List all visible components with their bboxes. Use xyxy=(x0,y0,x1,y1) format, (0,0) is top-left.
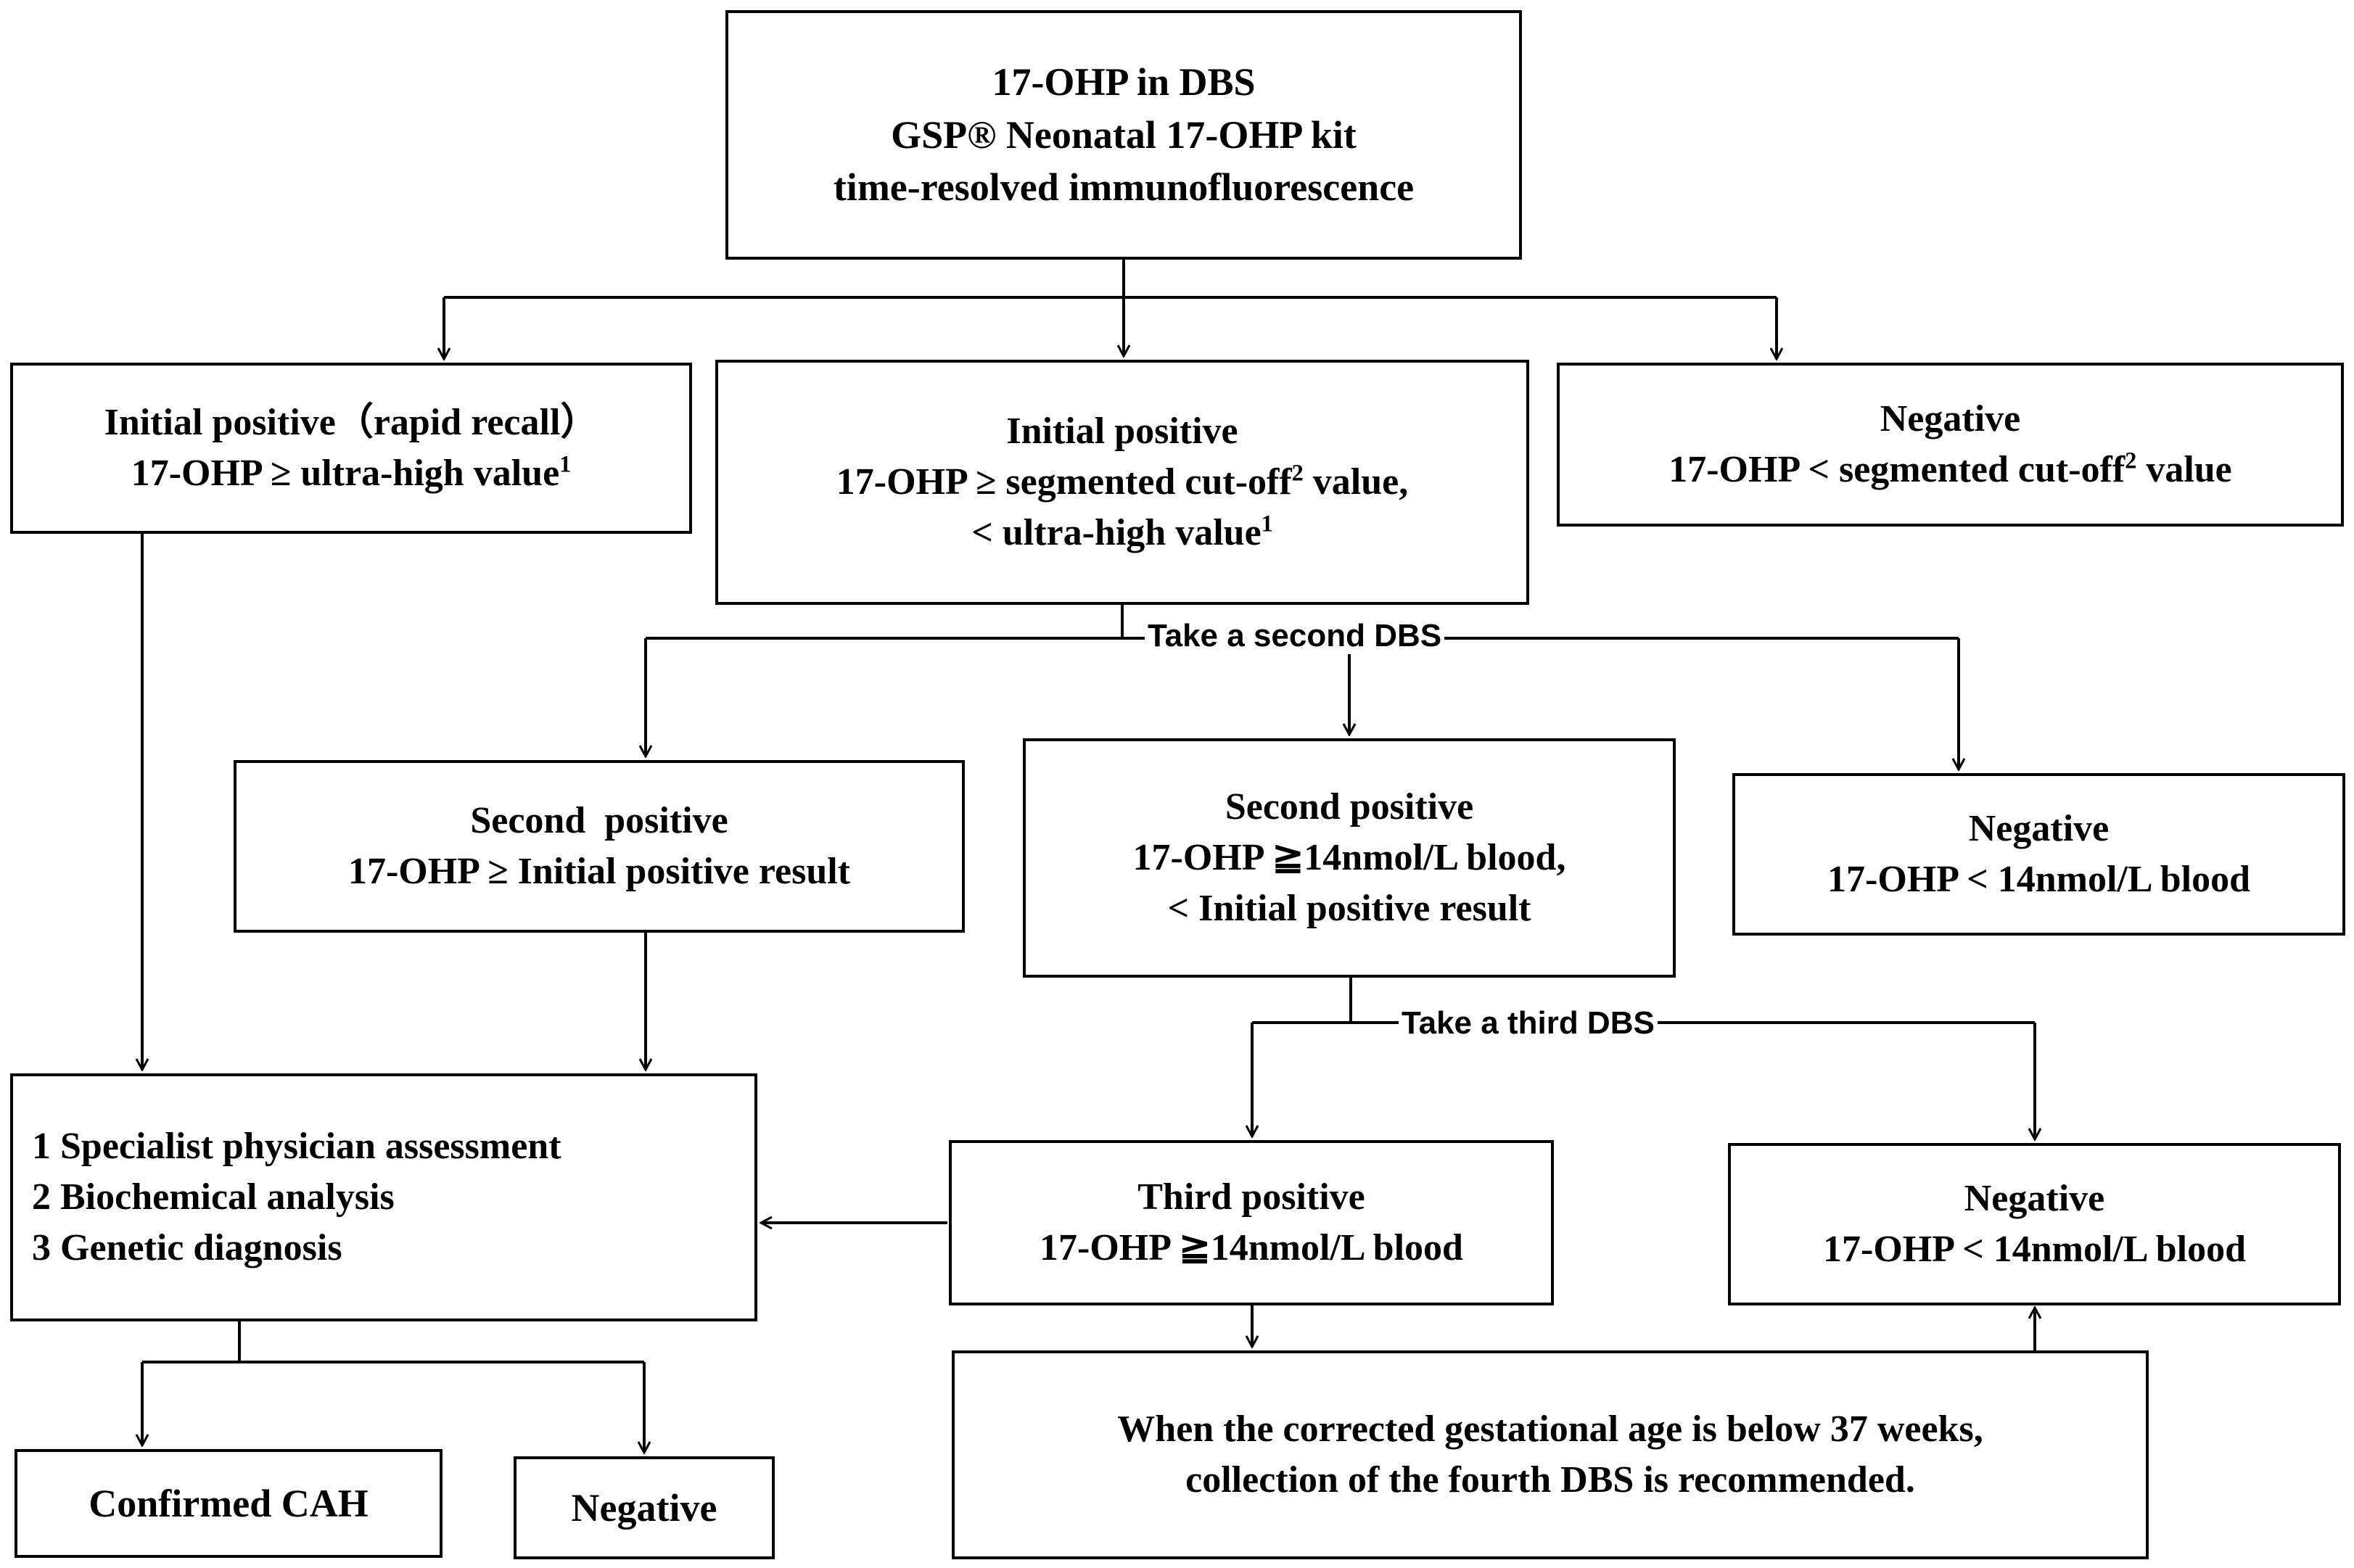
node-text-line: Negative xyxy=(1964,1178,2105,1220)
node-initial-positive-rapid-recall: Initial positive（rapid recall） 17-OHP ≥ u… xyxy=(10,363,692,534)
node-assessment-steps: 1 Specialist physician assessment 2 Bioch… xyxy=(10,1073,757,1321)
node-fourth-dbs-note: When the corrected gestational age is be… xyxy=(952,1350,2149,1559)
node-negative-third: Negative 17-OHP < 14nmol/L blood xyxy=(1728,1143,2341,1305)
node-text-line: 2 Biochemical analysis xyxy=(32,1176,395,1218)
node-text-line: < ultra-high value1 xyxy=(971,510,1273,553)
node-third-positive: Third positive 17-OHP ≧14nmol/L blood xyxy=(949,1140,1554,1305)
node-text-line: Initial positive（rapid recall） xyxy=(104,402,598,444)
node-text-line: 1 Specialist physician assessment xyxy=(32,1126,561,1168)
node-text-line: Second positive xyxy=(470,800,728,842)
node-initial-positive: Initial positive 17-OHP ≥ segmented cut-o… xyxy=(715,360,1529,605)
node-17ohp-dbs-assay: 17-OHP in DBS GSP® Neonatal 17-OHP kit tim… xyxy=(725,10,1522,260)
node-text-line: 17-OHP ≥ ultra-high value1 xyxy=(131,450,572,494)
node-text-line: Third positive xyxy=(1137,1176,1365,1218)
node-text-line: collection of the fourth DBS is recommen… xyxy=(1185,1459,1915,1501)
node-text-line: 3 Genetic diagnosis xyxy=(32,1226,342,1268)
node-text-line: 17-OHP ≥ Initial positive result xyxy=(347,851,851,892)
node-text-line: GSP® Neonatal 17-OHP kit xyxy=(891,112,1357,157)
node-negative-final: Negative xyxy=(514,1456,775,1559)
edge-label-take-third-dbs: Take a third DBS xyxy=(1399,1005,1658,1041)
node-text-line: 17-OHP ≥ segmented cut-off2 value, xyxy=(836,459,1409,503)
edge-label-take-second-dbs: Take a second DBS xyxy=(1145,618,1445,654)
node-text-line: 17-OHP < 14nmol/L blood xyxy=(1823,1229,2246,1270)
node-negative-initial: Negative 17-OHP < segmented cut-off2 valu… xyxy=(1557,363,2344,527)
node-text-line: 17-OHP ≧14nmol/L blood, xyxy=(1132,837,1566,879)
node-confirmed-cah: Confirmed CAH xyxy=(15,1449,443,1558)
node-text-line: Negative xyxy=(1880,398,2021,440)
node-second-positive-ge-initial: Second positive 17-OHP ≥ Initial positive… xyxy=(234,760,965,933)
node-text-line: 17-OHP < segmented cut-off2 value xyxy=(1668,447,2232,490)
node-text-line: When the corrected gestational age is be… xyxy=(1117,1408,1983,1451)
node-text-line: Confirmed CAH xyxy=(89,1481,369,1525)
node-text-line: 17-OHP in DBS xyxy=(992,60,1256,104)
node-text-line: time-resolved immunofluorescence xyxy=(833,165,1415,210)
node-text-line: Negative xyxy=(571,1485,717,1530)
node-second-positive-14nmol: Second positive 17-OHP ≧14nmol/L blood, < … xyxy=(1023,738,1676,978)
node-text-line: Negative xyxy=(1968,808,2110,850)
node-text-line: 17-OHP ≧14nmol/L blood xyxy=(1040,1227,1463,1268)
node-text-line: 17-OHP < 14nmol/L blood xyxy=(1827,859,2250,900)
node-text-line: < Initial positive result xyxy=(1167,887,1531,929)
node-negative-second: Negative 17-OHP < 14nmol/L blood xyxy=(1732,773,2345,936)
node-text-line: Initial positive xyxy=(1006,410,1238,453)
node-text-line: Second positive xyxy=(1225,786,1474,828)
